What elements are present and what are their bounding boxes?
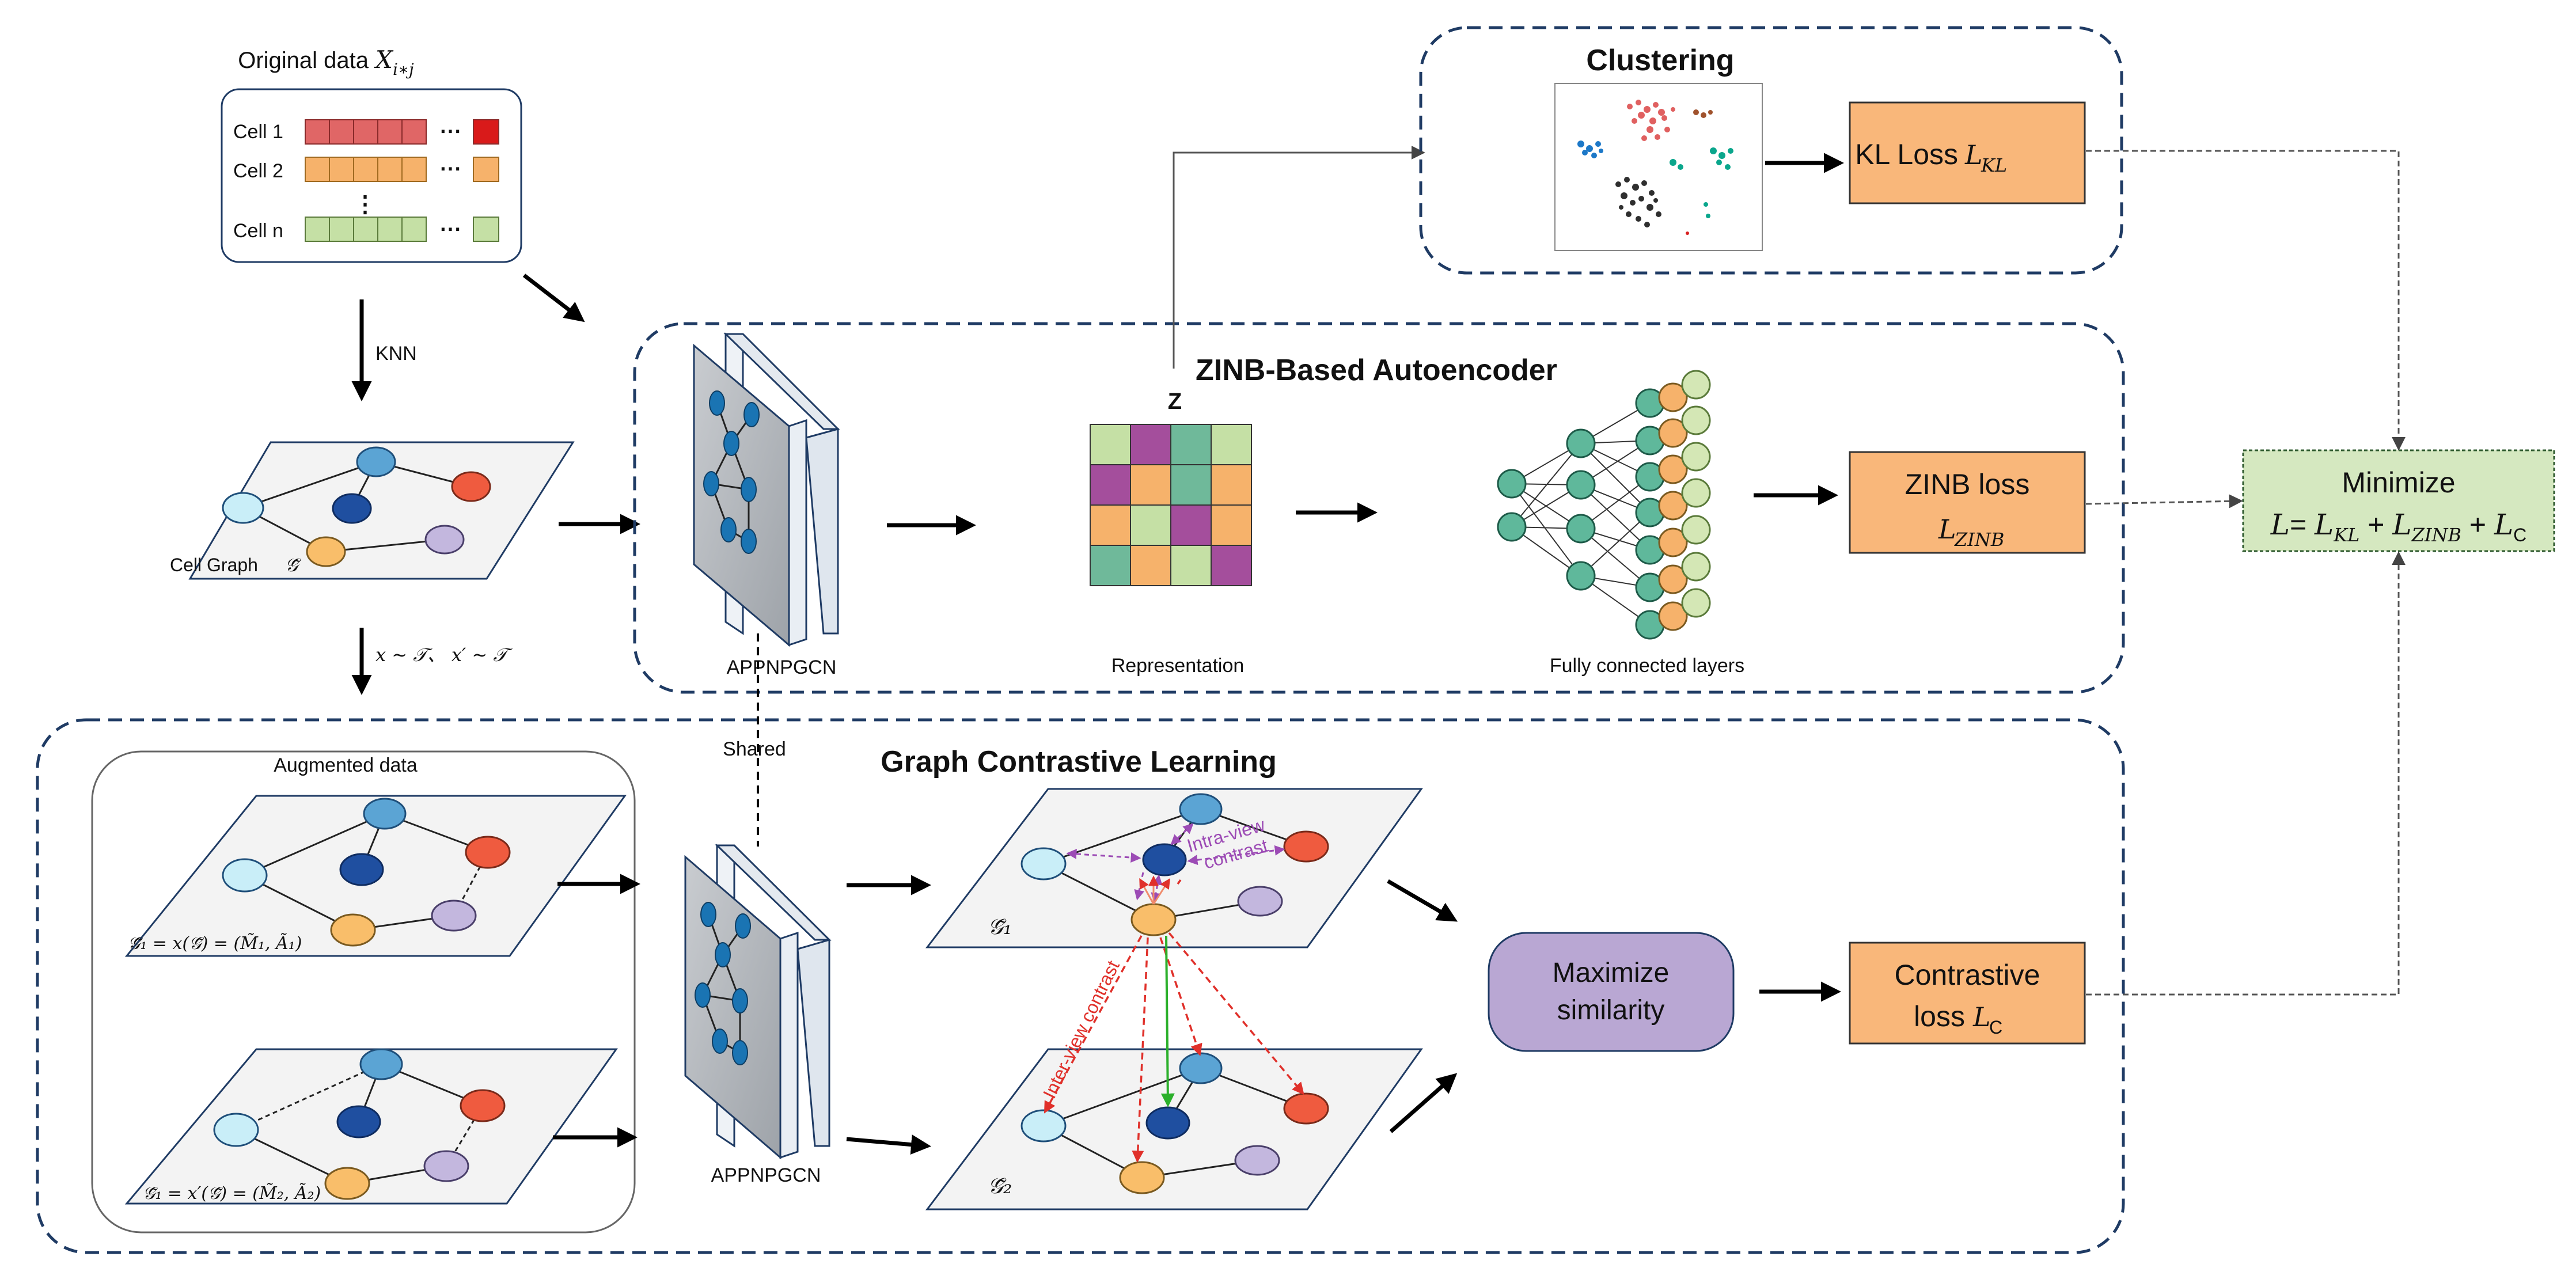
contrastive-loss-subscript: C bbox=[1989, 1017, 2002, 1038]
cell-label-1: Cell 1 bbox=[233, 121, 283, 143]
cell-label-2: Cell 2 bbox=[233, 160, 283, 182]
representation-label: Representation bbox=[1111, 655, 1245, 677]
view-graph-1: 𝒢̃₁ bbox=[925, 788, 1423, 948]
autoencoder-panel bbox=[633, 322, 2125, 694]
kl-to-minimize-connector bbox=[2086, 150, 2406, 451]
zinb-to-minimize-connector bbox=[2085, 494, 2243, 508]
ellipsis-row-n: ⋯ bbox=[439, 217, 461, 241]
node-light bbox=[222, 492, 264, 524]
original-data-title: Original data bbox=[238, 48, 369, 73]
fully-connected-label: Fully connected layers bbox=[1550, 655, 1744, 677]
augmented-graph-2: 𝒢̃₁ = x′(𝒢̃) = (M̃₂, Ã₂) bbox=[124, 1048, 618, 1205]
view1-to-maximize-arrow bbox=[1387, 879, 1458, 922]
node-purple bbox=[424, 525, 465, 555]
knn-label: KNN bbox=[375, 343, 417, 365]
contrastive-panel bbox=[36, 718, 2125, 1254]
autoencoder-title: ZINB-Based Autoencoder bbox=[1196, 354, 1557, 387]
cell-row-1 bbox=[305, 119, 499, 145]
gcn-contrastive-label: APPNPGCN bbox=[711, 1164, 821, 1186]
zinb-loss-box: ZINB loss L ZINB bbox=[1849, 451, 2086, 554]
augmented-data-title: Augmented data bbox=[274, 754, 418, 776]
maximize-line-2: similarity bbox=[1557, 995, 1665, 1026]
ellipsis-row-1: ⋯ bbox=[439, 119, 461, 143]
minimize-box: Minimize L= LKL + LZINB + LC bbox=[2242, 449, 2555, 552]
contrastive-to-minimize-connector bbox=[2086, 551, 2406, 996]
contrastive-loss-box: Contrastive loss L C bbox=[1849, 942, 2086, 1045]
representation-grid bbox=[1090, 424, 1252, 586]
vertical-ellipsis: ⋮ bbox=[354, 192, 377, 217]
kl-loss-subscript: KL bbox=[1981, 154, 2007, 176]
view-graph-2-label: 𝒢̃₂ bbox=[988, 1173, 1012, 1198]
zinb-loss-subscript: ZINB bbox=[1954, 529, 2004, 551]
ellipsis-row-2: ⋯ bbox=[439, 157, 461, 181]
contrastive-loss-line-1: Contrastive bbox=[1895, 959, 2040, 991]
cell-row-2 bbox=[305, 157, 499, 182]
gcn-encoder: APPNPGCN bbox=[693, 332, 840, 678]
cell-row-n bbox=[305, 217, 499, 242]
augmented-graph-1: 𝒢̃₁ = x(𝒢̃) = (M̃₁, Ã₁) bbox=[124, 795, 627, 957]
z-label: Z bbox=[1168, 389, 1182, 414]
inter-view-fan bbox=[1139, 875, 1170, 905]
cell-label-n: Cell n bbox=[233, 220, 283, 242]
maximize-similarity-box: Maximize similarity bbox=[1488, 932, 1735, 1052]
augmented-graph-2-label: 𝒢̃₁ = x′(𝒢̃) = (M̃₂, Ã₂) bbox=[143, 1183, 321, 1204]
clustering-scatter-plot bbox=[1554, 83, 1763, 251]
gcn-contrastive: APPNPGCN bbox=[684, 844, 832, 1186]
kl-loss-text: KL Loss bbox=[1855, 138, 1958, 170]
clustering-title: Clustering bbox=[1586, 44, 1734, 77]
view-graph-2: 𝒢̃₂ bbox=[925, 1048, 1423, 1210]
contrastive-loss-line-2: loss bbox=[1914, 1000, 1965, 1033]
node-dark bbox=[332, 493, 372, 524]
original-data-subscript: i∗j bbox=[393, 60, 414, 79]
original-data-panel: Original data X i∗j Cell 1 Cell 2 Cell n… bbox=[221, 45, 522, 263]
shared-label: Shared bbox=[723, 738, 786, 760]
augmentation-label: x ∼ 𝒯、 x′ ∼ 𝒯 bbox=[375, 644, 513, 666]
cell-graph: Cell Graph 𝒢̃ bbox=[170, 441, 575, 580]
contrastive-title: Graph Contrastive Learning bbox=[881, 745, 1277, 779]
fully-connected-layers: Fully connected layers bbox=[1497, 370, 1744, 677]
cell-graph-label: Cell Graph bbox=[170, 555, 258, 575]
z-to-clustering-connector bbox=[1173, 146, 1425, 369]
augmented-graph-1-label: 𝒢̃₁ = x(𝒢̃) = (M̃₁, Ã₁) bbox=[128, 933, 302, 954]
node-blue bbox=[356, 446, 396, 477]
zinb-loss-text: ZINB loss bbox=[1905, 468, 2030, 500]
view-graph-1-label: 𝒢̃₁ bbox=[988, 914, 1012, 939]
positive-pair-arrow bbox=[1160, 935, 1175, 1107]
original-data-symbol: X bbox=[374, 45, 394, 74]
gcn-to-view2-arrow bbox=[846, 1134, 931, 1155]
view2-to-maximize-arrow bbox=[1389, 1073, 1458, 1133]
inter-view-arrows bbox=[1044, 879, 1304, 1163]
zinb-loss-symbol: L bbox=[1938, 514, 1956, 545]
node-orange bbox=[306, 536, 346, 567]
kl-loss-box: KL Loss L KL bbox=[1849, 101, 2086, 204]
kl-loss-symbol: L bbox=[1964, 139, 1983, 170]
data-to-gcn-arrow bbox=[522, 274, 585, 322]
minimize-title: Minimize bbox=[2342, 466, 2455, 499]
clustering-panel bbox=[1419, 26, 2123, 275]
gcn-encoder-label: APPNPGCN bbox=[727, 656, 837, 678]
node-red bbox=[451, 471, 491, 502]
contrastive-loss-symbol: L bbox=[1972, 1001, 1991, 1033]
maximize-line-1: Maximize bbox=[1553, 958, 1670, 988]
minimize-formula: L= LKL + LZINB + LC bbox=[2270, 508, 2527, 546]
